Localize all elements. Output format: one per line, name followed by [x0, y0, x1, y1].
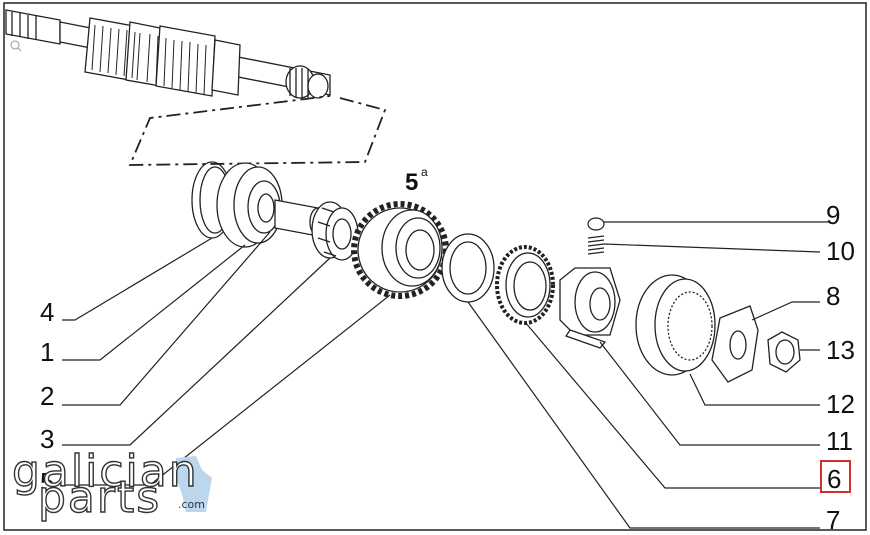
svg-text:.com: .com: [178, 498, 205, 511]
callout-9: 9: [826, 200, 840, 230]
part-11-synchronizer-hub: [559, 267, 621, 349]
callout-4: 4: [40, 297, 54, 327]
callout-8: 8: [826, 281, 840, 311]
highlight-box-6[interactable]: [820, 460, 851, 493]
svg-text:galician: galician: [12, 446, 199, 497]
assembly-outline: [128, 95, 387, 166]
callout-5: 5: [40, 467, 54, 497]
diagram-frame: [3, 2, 867, 531]
part-6-synchronizer-ring: [495, 245, 555, 325]
svg-text:5: 5: [405, 169, 418, 196]
callout-6[interactable]: 6: [827, 464, 841, 494]
callout-10: 10: [826, 236, 855, 266]
callout-12: 12: [826, 389, 855, 419]
svg-text:parts: parts: [38, 472, 161, 523]
gear-label-5a: 5 a: [405, 165, 428, 196]
zoom-icon[interactable]: [10, 40, 22, 52]
part-10-spring: [587, 235, 605, 255]
callout-2: 2: [40, 381, 54, 411]
callout-7: 7: [826, 505, 840, 535]
part-1-bearing: [216, 162, 283, 248]
part-5-fifth-gear: [351, 201, 449, 299]
part-9-detent-ball: [587, 217, 605, 231]
svg-text:a: a: [421, 165, 428, 179]
leader-lines: [62, 221, 830, 529]
logo-map-shape: [176, 456, 212, 512]
galicianparts-logo: galician parts .com: [11, 445, 212, 524]
callout-1: 1: [40, 337, 54, 367]
callout-11: 11: [826, 426, 853, 456]
part-7-thrust-washer: [441, 233, 495, 303]
callout-3: 3: [40, 424, 54, 454]
part-13-nut: [767, 331, 801, 373]
part-3-needle-bearing: [311, 201, 359, 261]
part-12-sliding-sleeve: [635, 274, 716, 376]
part-8-retaining-plate: [711, 305, 759, 383]
main-shaft: [5, 9, 331, 99]
callout-13: 13: [826, 335, 855, 365]
